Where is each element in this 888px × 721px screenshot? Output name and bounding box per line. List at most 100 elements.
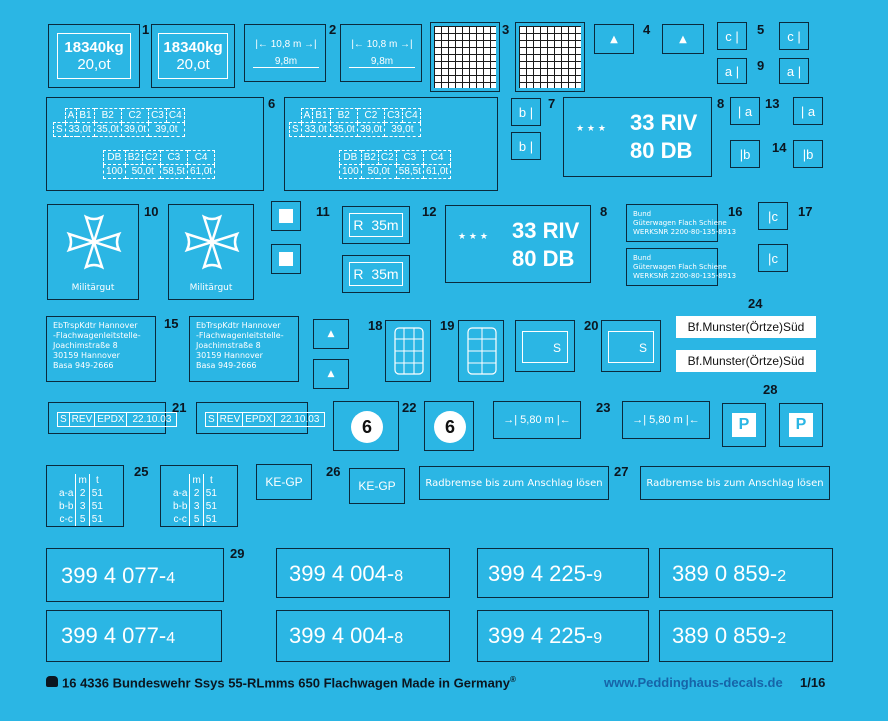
- decal-number: 12: [422, 204, 437, 219]
- website-link[interactable]: www.Peddinghaus-decals.de: [604, 675, 783, 690]
- weight-frame: 18340kg 20,ot: [57, 33, 131, 79]
- address-line: Joachimstraße 8: [196, 341, 261, 350]
- weight-line2: 20,ot: [176, 56, 210, 73]
- military-cross-decal-2: Militärgut: [168, 204, 254, 300]
- load-cell: S: [53, 122, 66, 137]
- axle-t: 51: [88, 513, 105, 526]
- arrow-down-decal-2: [271, 244, 301, 274]
- load-cell: 39,0t: [120, 122, 150, 137]
- brake-decal-2: Radbremse bis zum Anschlag lösen: [640, 466, 830, 500]
- brake-decal-1: Radbremse bis zum Anschlag lösen: [419, 466, 609, 500]
- letter-text: b: [518, 104, 527, 120]
- letter-text: c: [787, 28, 794, 44]
- decal-number: 8: [600, 204, 608, 219]
- load-cell: 61,0t: [422, 164, 452, 179]
- decal-number: 13: [765, 96, 780, 111]
- reg-number-4a: 389 0 859-2: [659, 548, 833, 598]
- reg-number-4b: 389 0 859-2: [659, 610, 833, 662]
- reg-text: 399 4 225-9: [488, 561, 603, 586]
- arrow-up-small-decal-1: ▲: [313, 319, 349, 349]
- military-cross-decal-1: Militärgut: [47, 204, 139, 300]
- load-cell: 35,0t: [93, 122, 122, 137]
- radius-decal-1: R 35m: [342, 206, 410, 244]
- owner-plate-decal-2: Bund Güterwagen Flach Schiene WERKSNR 22…: [626, 248, 736, 286]
- grid-icon: [467, 327, 497, 375]
- iron-cross-icon: [66, 214, 122, 270]
- reg-number-2a: 399 4 004-8: [276, 548, 450, 598]
- decal-number: 24: [748, 296, 763, 311]
- riv-stars: ★ ★ ★: [458, 232, 488, 242]
- decal-number: 4: [643, 22, 651, 37]
- weight-line2: 20,ot: [77, 56, 111, 73]
- load-cell: 50,0t: [360, 164, 397, 179]
- load-cell: B2: [93, 108, 122, 123]
- decal-number: 23: [596, 400, 611, 415]
- arrow-down-icon: [279, 209, 293, 223]
- load-cell: 39,0t: [356, 122, 386, 137]
- decal-number: 18: [368, 318, 383, 333]
- length-decal-1: |← 10,8 m →| 9,8m: [244, 24, 326, 82]
- station-sign-2: Bf.Munster(Örtze)Süd: [676, 350, 816, 372]
- arrow-up-icon: ▲: [327, 369, 335, 379]
- weight-line1: 18340kg: [163, 39, 223, 56]
- weight-line1: 18340kg: [64, 39, 124, 56]
- decal-number: 25: [134, 464, 149, 479]
- riv-line1: 33 RIV: [512, 218, 580, 243]
- radius-decal-2: R 35m: [342, 255, 410, 293]
- axle-label: a-a: [59, 488, 74, 499]
- load-cell: 58,5t: [395, 164, 424, 179]
- decal-number: 9: [757, 58, 765, 73]
- grid-decal-2: [515, 22, 585, 92]
- load-cell: 39,0t: [148, 122, 185, 137]
- load-cell: DB: [103, 150, 126, 165]
- reg-text: 399 4 077-4: [61, 563, 176, 588]
- axle-label: a-a: [173, 488, 188, 499]
- brand-logo-icon: [46, 676, 58, 687]
- axle-m: 2: [189, 487, 204, 500]
- load-cell: B1: [76, 108, 95, 123]
- letter-text: c: [771, 208, 778, 224]
- military-label: Militärgut: [189, 283, 233, 293]
- load-cell: 100: [339, 164, 362, 179]
- radius-frame: R 35m: [349, 213, 403, 237]
- axle-t: 51: [202, 487, 219, 500]
- address-line: -Flachwagenleitstelle-: [196, 331, 284, 340]
- load-cell: B2: [124, 150, 143, 165]
- load-cell: B2: [360, 150, 379, 165]
- address-line: Basa 949-2666: [53, 361, 114, 370]
- kegp-decal-1: KE-GP: [256, 464, 312, 500]
- load-cell: C2: [356, 108, 386, 123]
- s-mark-frame: S: [522, 331, 568, 363]
- reg-number-3a: 399 4 225-9: [477, 548, 649, 598]
- load-cell: C4: [422, 150, 452, 165]
- parking-decal-2: P: [779, 403, 823, 447]
- decal-number: 7: [548, 96, 556, 111]
- owner-line: Bund: [633, 254, 652, 262]
- reg-text: 399 4 077-4: [61, 623, 176, 648]
- load-cell: C3: [148, 108, 167, 123]
- s-mark-text: S: [638, 341, 647, 355]
- load-cell: C3: [384, 108, 403, 123]
- load-cell: C2: [120, 108, 150, 123]
- axle-label: c-c: [173, 514, 187, 525]
- decal-number: 27: [614, 464, 629, 479]
- arrow-up-icon: ▲: [327, 329, 335, 339]
- address-decal-1: EbTrspKdtr Hannover -Flachwagenleitstell…: [46, 316, 156, 382]
- length-decal-2: |← 10,8 m →| 9,8m: [340, 24, 422, 82]
- decal-number: 15: [164, 316, 179, 331]
- letter-la-decal-2: | a: [793, 97, 823, 125]
- s-mark-text: S: [552, 341, 561, 355]
- load-cell: C2: [141, 150, 161, 165]
- letter-text: a: [786, 63, 795, 79]
- letter-text: a: [744, 103, 753, 119]
- letter-text: b: [806, 146, 814, 162]
- radius-value: 35m: [371, 266, 399, 282]
